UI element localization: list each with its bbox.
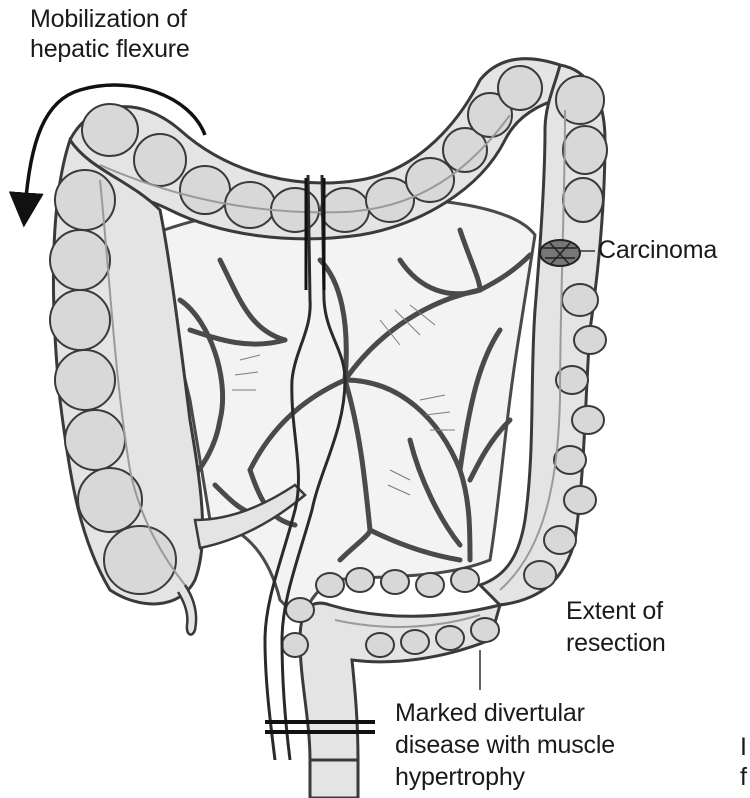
extent-label-line1: Extent of [566, 596, 663, 626]
carcinoma-label: Carcinoma [598, 235, 717, 265]
appendix [178, 585, 196, 635]
disease-label-line1: Marked divertular [395, 698, 585, 728]
extent-label-line2: resection [566, 628, 666, 658]
mobilization-label-line2: hepatic flexure [30, 34, 190, 64]
carcinoma-lesion [540, 240, 580, 266]
rectum [310, 760, 358, 798]
clipped-text-line1: I [740, 732, 750, 762]
mobilization-label-line1: Mobilization of [30, 4, 187, 34]
disease-label-line3: hypertrophy [395, 762, 525, 792]
clipped-text-line2: f [740, 762, 750, 792]
disease-label-line2: disease with muscle [395, 730, 615, 760]
